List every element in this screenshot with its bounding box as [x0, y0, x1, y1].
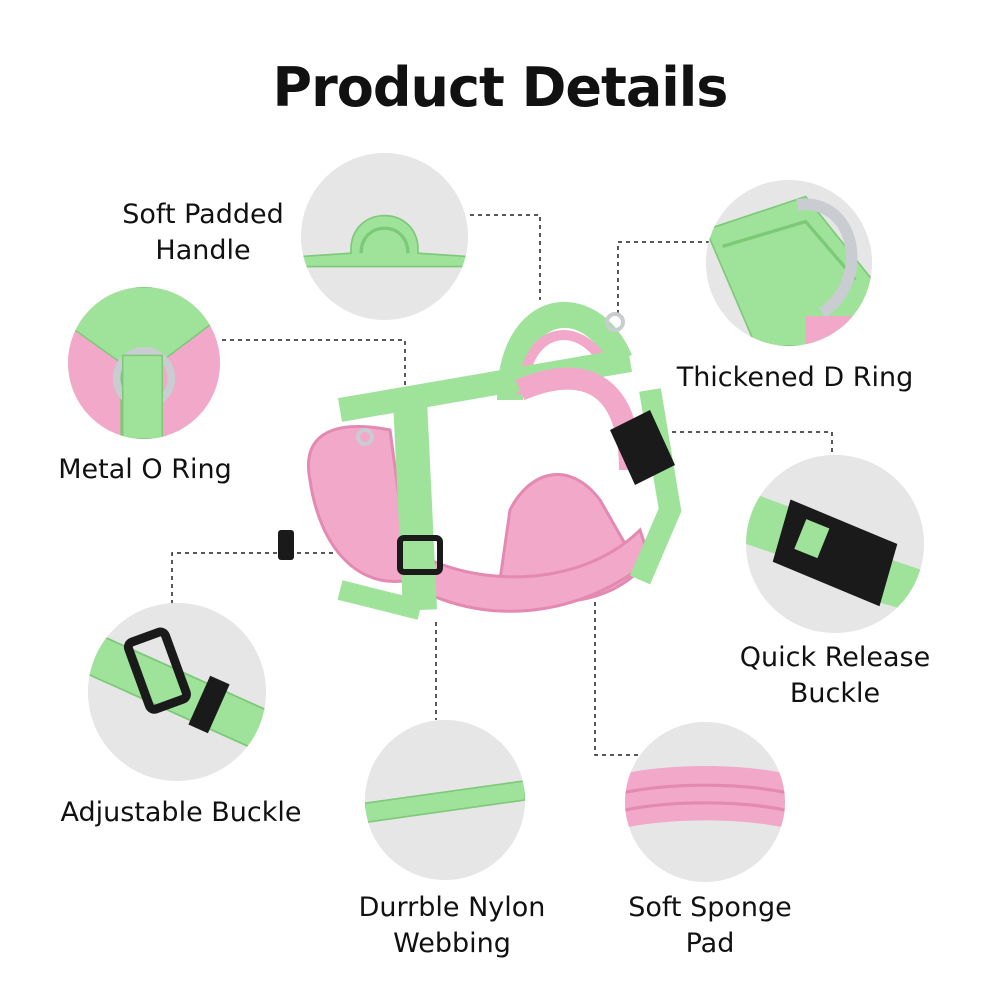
label-thickened-d-ring: Thickened D Ring: [676, 362, 914, 393]
label-adjustable-buckle: Adjustable Buckle: [60, 797, 302, 828]
label-quick-release-buckle: Quick Release Buckle: [739, 642, 931, 709]
label-metal-o-ring: Metal O Ring: [58, 454, 232, 485]
sponge-pad-detail-image: [625, 722, 785, 882]
label-soft-padded-handle: Soft Padded Handle: [122, 199, 284, 266]
handle-detail-image: [301, 153, 468, 320]
quick-release-buckle-detail-image: [746, 455, 924, 633]
webbing-detail-image: [365, 720, 525, 880]
adjustable-buckle-detail-image: [88, 603, 266, 781]
label-sponge-pad: Soft Sponge Pad: [628, 892, 792, 959]
page-title: Product Details: [272, 56, 729, 119]
d-ring-detail-image: [706, 180, 872, 346]
harness-product-image: [270, 280, 730, 640]
label-nylon-webbing: Durrble Nylon Webbing: [358, 892, 546, 959]
o-ring-detail-image: [68, 287, 220, 439]
